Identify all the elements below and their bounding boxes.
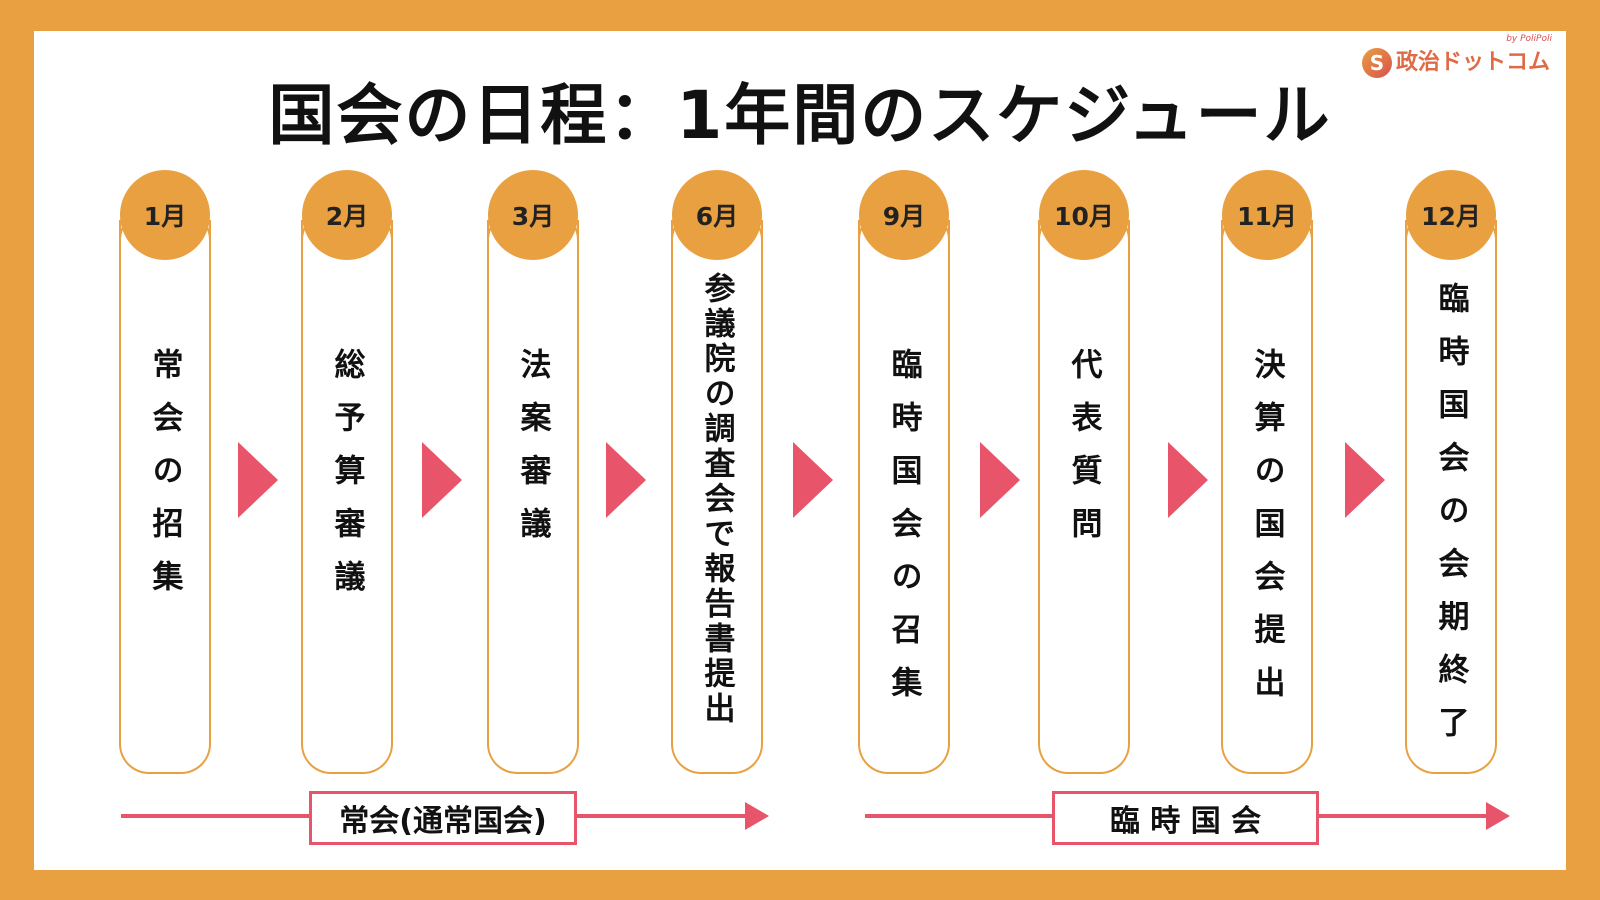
month-badge: 6月	[672, 170, 762, 260]
month-badge: 12月	[1406, 170, 1496, 260]
step-6: 10月代表質問	[1038, 170, 1130, 774]
arrow-right-icon	[1168, 442, 1208, 518]
arrow-right-icon	[422, 442, 462, 518]
step-7: 11月決算の国会提出	[1221, 170, 1313, 774]
arrow-right-icon	[1345, 442, 1385, 518]
month-badge: 11月	[1222, 170, 1312, 260]
step-2: 2月総予算審議	[301, 170, 393, 774]
month-badge: 9月	[859, 170, 949, 260]
month-badge: 10月	[1039, 170, 1129, 260]
month-badge: 2月	[302, 170, 392, 260]
arrow-head-icon	[745, 802, 769, 830]
step-3: 3月法案審議	[487, 170, 579, 774]
period-label-ordinary: 常会(通常国会)	[309, 791, 577, 845]
step-4: 6月参議院の調査会で報告書提出	[671, 170, 763, 774]
step-text: 臨時国会の召集	[885, 348, 922, 719]
step-text: 常会の招集	[146, 348, 183, 613]
arrow-right-icon	[238, 442, 278, 518]
logo-by: by PoliPoli	[1506, 34, 1552, 44]
month-badge: 1月	[120, 170, 210, 260]
arrow-right-icon	[980, 442, 1020, 518]
step-8: 12月臨時国会の会期終了	[1405, 170, 1497, 774]
logo-text: 政治ドットコム	[1396, 50, 1551, 75]
logo: by PoliPoli S 政治ドットコム	[1362, 34, 1552, 84]
period-label-extraordinary: 臨 時 国 会	[1052, 791, 1319, 845]
step-text: 総予算審議	[328, 348, 365, 613]
arrow-right-icon	[606, 442, 646, 518]
step-text: 臨時国会の会期終了	[1432, 282, 1469, 759]
step-text: 参議院の調査会で報告書提出	[698, 272, 735, 727]
step-5: 9月臨時国会の召集	[858, 170, 950, 774]
step-text: 法案審議	[514, 348, 551, 560]
arrow-right-icon	[793, 442, 833, 518]
month-badge: 3月	[488, 170, 578, 260]
step-1: 1月常会の招集	[119, 170, 211, 774]
logo-icon: S	[1362, 48, 1392, 78]
arrow-head-icon	[1486, 802, 1510, 830]
step-text: 代表質問	[1065, 348, 1102, 560]
step-text: 決算の国会提出	[1248, 348, 1285, 719]
page-title: 国会の日程：1年間のスケジュール	[268, 77, 1332, 154]
